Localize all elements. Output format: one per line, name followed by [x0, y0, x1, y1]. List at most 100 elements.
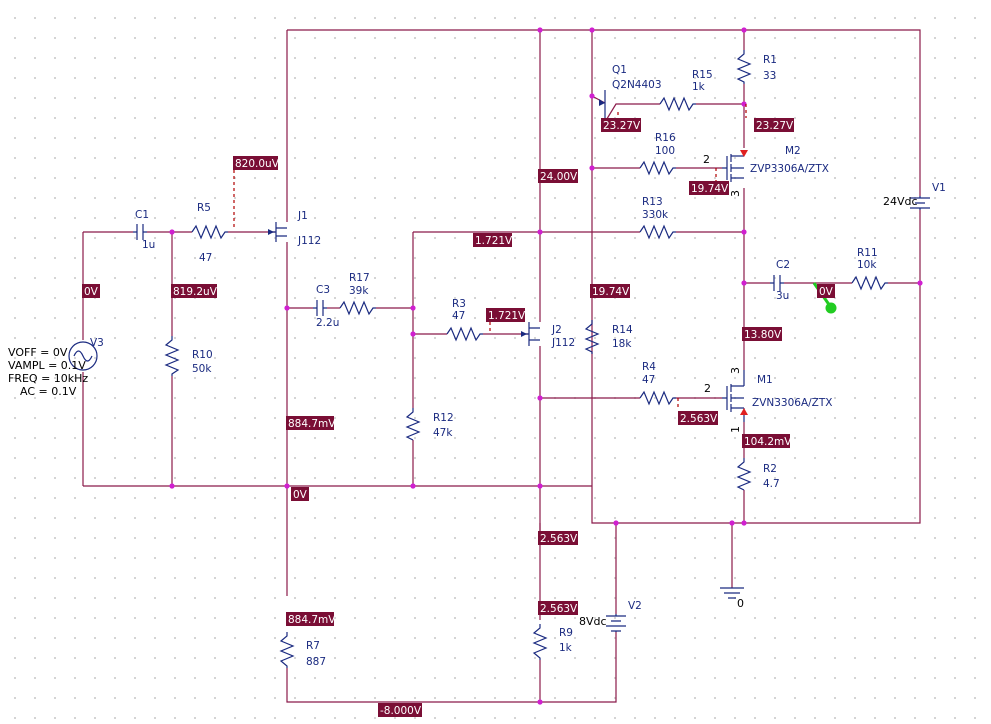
resistor-r9[interactable]: R9 1k	[532, 624, 573, 660]
r3-value: 47	[452, 310, 465, 322]
c1-ref: C1	[135, 209, 149, 221]
r11-ref: R11	[857, 247, 878, 259]
r5-ref: R5	[197, 202, 211, 214]
voltage-text: 104.2mV	[744, 436, 792, 448]
voltage-label-r7-top: 884.7mV	[286, 612, 336, 626]
dc-source-v1[interactable]: V1 24Vdc	[883, 182, 946, 210]
m1-pin-drain: 3	[729, 367, 742, 374]
capacitor-c2[interactable]: C2 3u	[770, 259, 790, 302]
jfet-j1[interactable]: J1 J112	[268, 210, 321, 247]
resistor-r7[interactable]: R7 887	[279, 632, 326, 668]
r17-ref: R17	[349, 272, 370, 284]
voltage-label-v3-node: 0V	[82, 284, 100, 298]
voltage-label-r9-top: 2.563V	[538, 601, 578, 615]
resistor-r2[interactable]: R2 4.7	[736, 458, 780, 491]
voltage-text: 0V	[819, 286, 834, 298]
ground-symbol[interactable]: 0	[720, 587, 744, 610]
resistor-r17[interactable]: R17 39k	[339, 272, 376, 316]
r17-value: 39k	[349, 285, 369, 297]
v3-voff: VOFF = 0V	[8, 346, 68, 359]
resistor-r10[interactable]: R10 50k	[164, 336, 213, 376]
resistor-r14[interactable]: R14 18k	[584, 320, 633, 354]
c3-value: 2.2u	[316, 317, 339, 329]
voltage-text: 24.00V	[540, 171, 578, 183]
voltage-label-j2-drain: 24.00V	[538, 169, 578, 183]
m2-pin-gate: 2	[703, 153, 710, 166]
voltage-label-neg-supply: -8.000V	[378, 703, 422, 717]
voltage-label-r10-top: 819.2uV	[171, 284, 218, 298]
voltage-text: 19.74V	[691, 183, 729, 195]
r11-value: 10k	[857, 259, 877, 271]
voltage-label-j2-gate: 1.721V	[486, 308, 526, 322]
resistor-r3[interactable]: R3 47	[446, 298, 483, 342]
m1-ref: M1	[757, 374, 773, 386]
r2-value: 4.7	[763, 478, 780, 490]
r14-ref: R14	[612, 324, 633, 336]
c3-ref: C3	[316, 284, 330, 296]
v1-value: 24Vdc	[883, 195, 918, 208]
c2-ref: C2	[776, 259, 790, 271]
j2-ref: J2	[551, 324, 562, 336]
voltage-text: 819.2uV	[173, 286, 218, 298]
m1-pin-source: 1	[729, 426, 742, 433]
nmos-m1[interactable]: 2 3 1 M1 ZVN3306A/ZTX	[704, 367, 832, 433]
voltage-text: 820.0uV	[235, 158, 280, 170]
jfet-j2[interactable]: J2 J112	[521, 322, 575, 349]
voltage-text: 1.721V	[488, 310, 526, 322]
voltage-label-j1-gate: 820.0uV	[233, 156, 280, 170]
r15-ref: R15	[692, 69, 713, 81]
voltage-text: 2.563V	[540, 603, 578, 615]
m2-model: ZVP3306A/ZTX	[750, 163, 829, 175]
r1-value: 33	[763, 70, 776, 82]
resistor-r4[interactable]: R4 47	[639, 361, 676, 406]
m2-pin-source: 3	[729, 190, 742, 197]
resistor-r16[interactable]: R16 100	[639, 132, 676, 176]
voltage-label-j2-source: 2.563V	[538, 531, 578, 545]
j1-model: J112	[297, 235, 321, 247]
sine-source-v3[interactable]: V3 VOFF = 0V VAMPL = 0.1V FREQ = 10kHz A…	[8, 337, 104, 398]
r5-value: 47	[199, 252, 212, 264]
r9-value: 1k	[559, 642, 573, 654]
resistor-r12[interactable]: R12 47k	[405, 408, 454, 441]
r4-value: 47	[642, 374, 655, 386]
v2-ref: V2	[628, 600, 642, 612]
voltage-label-q1-emitter: 23.27V	[601, 118, 641, 132]
voltage-text: 0V	[84, 286, 99, 298]
r16-ref: R16	[655, 132, 676, 144]
capacitor-c3[interactable]: C3 2.2u	[313, 284, 339, 329]
r2-ref: R2	[763, 463, 777, 475]
voltage-text: 23.27V	[603, 120, 641, 132]
m1-pin-gate: 2	[704, 382, 711, 395]
r10-ref: R10	[192, 349, 213, 361]
voltage-text: 2.563V	[680, 413, 718, 425]
bjt-q1[interactable]: Q1 Q2N4403	[599, 64, 662, 118]
r16-value: 100	[655, 145, 675, 157]
voltage-label-r1-bottom: 23.27V	[754, 118, 794, 132]
resistor-r13[interactable]: R13 330k	[639, 196, 676, 240]
dc-source-v2[interactable]: V2 8Vdc	[579, 600, 642, 632]
r13-ref: R13	[642, 196, 663, 208]
resistor-r11[interactable]: R11 10k	[851, 247, 888, 291]
j1-ref: J1	[297, 210, 308, 222]
m1-model: ZVN3306A/ZTX	[752, 397, 832, 409]
resistor-r15[interactable]: R15 1k	[659, 69, 713, 112]
r7-ref: R7	[306, 640, 320, 652]
r13-value: 330k	[642, 209, 669, 221]
wires	[82, 29, 921, 703]
pmos-m2[interactable]: 2 3 M2 ZVP3306A/ZTX	[703, 145, 829, 197]
voltage-text: 884.7mV	[288, 418, 336, 430]
v1-ref: V1	[932, 182, 946, 194]
r9-ref: R9	[559, 627, 573, 639]
c1-value: 1u	[142, 239, 155, 251]
resistor-r5[interactable]: R5 47	[191, 202, 228, 264]
voltage-label-m1-source: 104.2mV	[742, 434, 792, 448]
voltage-label-m1-gate: 2.563V	[678, 411, 718, 425]
junction-dots	[169, 27, 923, 705]
q1-ref: Q1	[612, 64, 627, 76]
voltage-text: 0V	[293, 489, 308, 501]
capacitor-c1[interactable]: C1 1u	[133, 209, 155, 251]
v3-ac: AC = 0.1V	[20, 385, 77, 398]
voltage-label-output-node: 13.80V	[742, 327, 782, 341]
resistor-r1[interactable]: R1 33	[736, 50, 777, 84]
